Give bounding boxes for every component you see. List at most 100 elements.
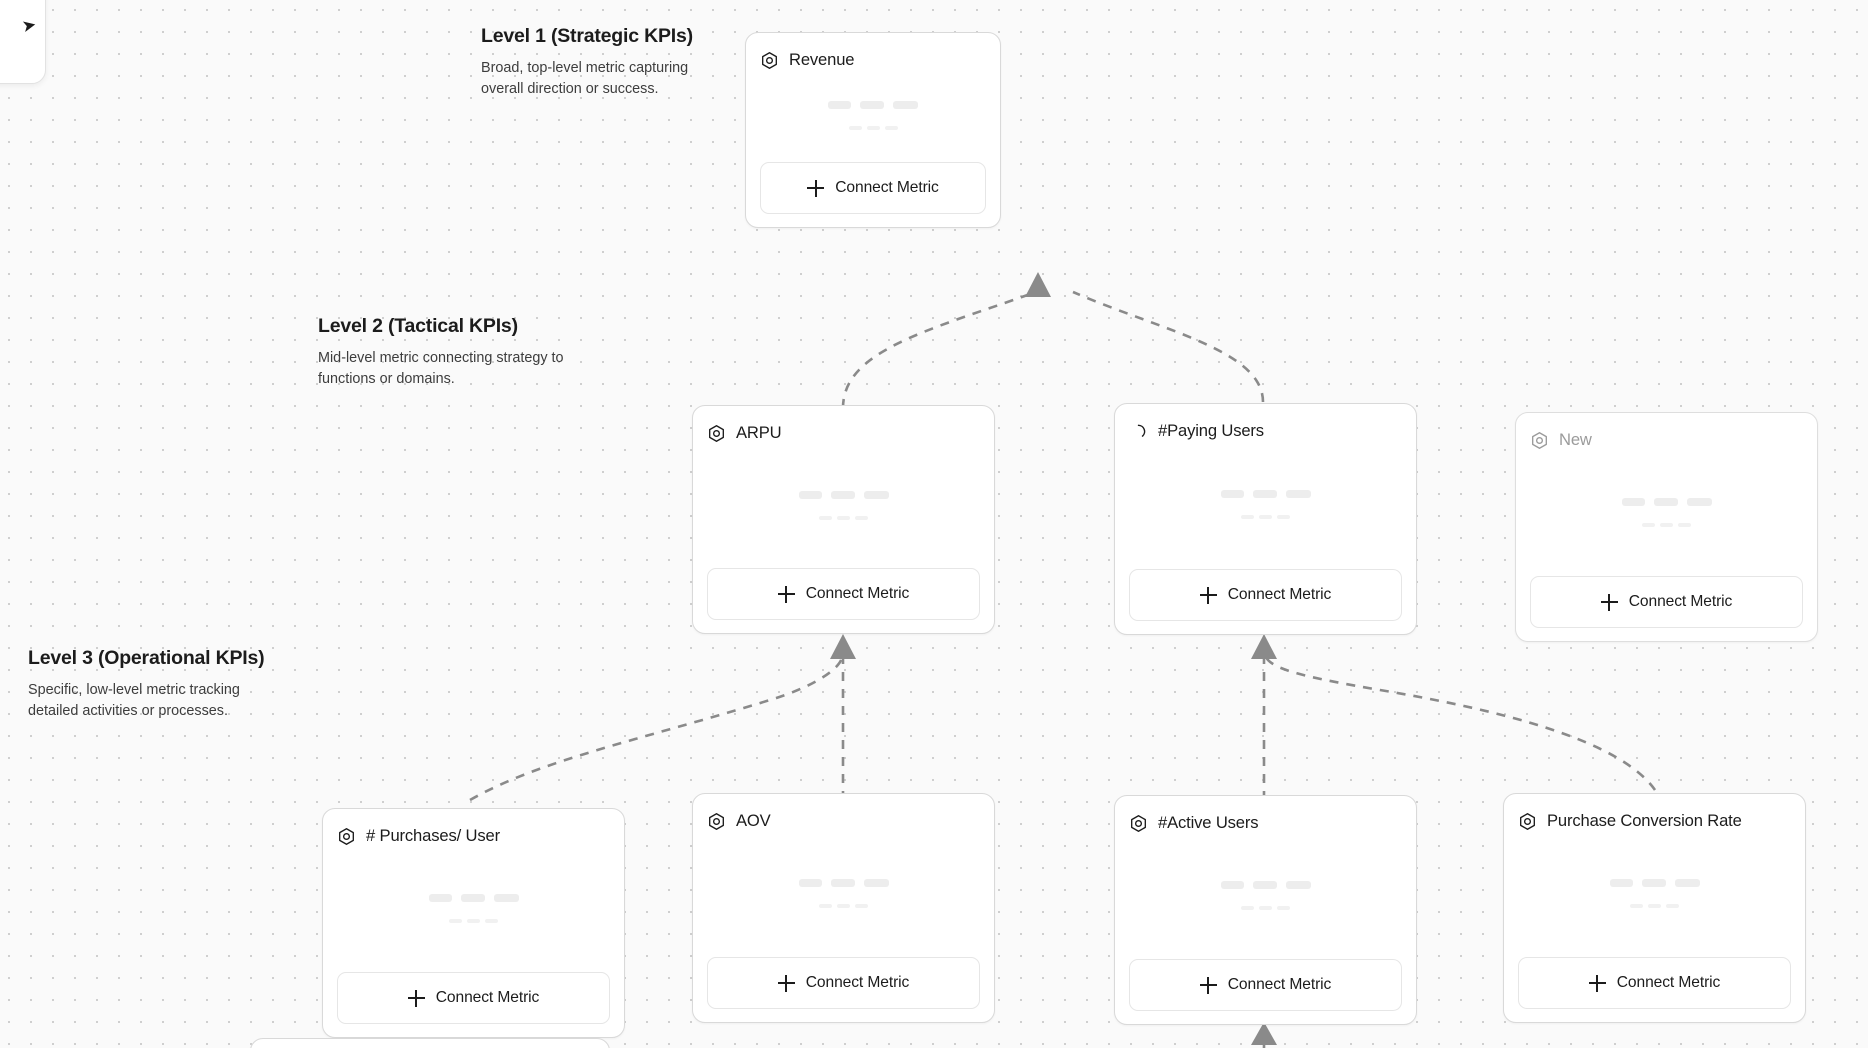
skeleton-bar [1660,523,1673,527]
card-title: ARPU [736,423,782,442]
skeleton-bar [467,919,480,923]
level-label-3: Level 3 (Operational KPIs) Specific, low… [28,646,274,722]
skeleton-bar [449,919,462,923]
skeleton-bar [893,101,918,109]
skeleton-bar [1641,879,1666,887]
card-header: #Paying Users [1129,418,1402,444]
skeleton-bar [798,879,822,887]
connect-metric-button[interactable]: Connect Metric [1129,959,1402,1011]
card-header: Purchase Conversion Rate [1518,808,1791,834]
skeleton-bar [819,515,832,520]
skeleton-bar [819,904,832,908]
plus-icon [807,179,825,197]
arrowhead-arpu [830,634,856,659]
skeleton-row-secondary [1241,906,1290,910]
connect-metric-button[interactable]: Connect Metric [1530,576,1803,628]
metric-card-purchases-per-user[interactable]: # Purchases/ User Connect Metric [322,808,625,1038]
skeleton-bar [1621,498,1645,506]
skeleton-bar [1220,881,1244,889]
skeleton-row-secondary [1241,515,1290,519]
hexagon-target-icon [762,51,777,69]
metric-card-paying-users[interactable]: #Paying Users Connect Metric [1114,403,1417,635]
card-skeleton-body [1129,836,1402,959]
card-header: ARPU [707,420,980,446]
skeleton-bar [830,879,855,887]
hexagon-target-icon [1532,431,1547,449]
floating-toolbar-panel[interactable]: ➤ [0,0,46,84]
edge-paying-users-to-revenue [1072,290,1265,403]
skeleton-bar [1241,515,1254,519]
skeleton-bar [1252,881,1277,889]
card-header: # Purchases/ User [337,823,610,849]
skeleton-bar [1220,490,1244,498]
card-title: #Active Users [1158,813,1259,832]
plus-icon [1600,593,1618,611]
skeleton-bar [855,515,868,520]
metric-card-offscreen-below[interactable] [250,1038,610,1048]
skeleton-bar [428,894,452,902]
metric-card-active-users[interactable]: #Active Users Connect Metric [1114,795,1417,1025]
connect-metric-label: Connect Metric [835,179,939,196]
plus-icon [407,989,425,1007]
skeleton-bar [1252,490,1277,498]
connect-metric-label: Connect Metric [1227,586,1332,603]
connect-metric-label: Connect Metric [805,585,910,602]
hexagon-target-icon [1520,812,1535,830]
cursor-pointer-icon[interactable]: ➤ [19,14,38,36]
skeleton-row-secondary [1630,904,1679,908]
connect-metric-button[interactable]: Connect Metric [1129,569,1402,621]
card-title: # Purchases/ User [366,826,500,845]
skeleton-row-secondary [449,919,498,923]
level-3-description: Specific, low-level metric tracking deta… [28,682,240,720]
skeleton-bar [1259,515,1272,519]
skeleton-bar [863,490,889,499]
connect-metric-button[interactable]: Connect Metric [760,162,986,214]
connect-metric-label: Connect Metric [1616,974,1721,991]
level-2-description: Mid-level metric connecting strategy to … [318,350,564,388]
skeleton-bar [1609,879,1633,887]
metric-card-arpu[interactable]: ARPU Connect Metric [692,405,995,634]
skeleton-row-secondary [819,515,868,520]
plus-icon [1199,976,1217,994]
skeleton-bar [1241,906,1254,910]
metric-card-purchase-conversion-rate[interactable]: Purchase Conversion Rate Connect Metric [1503,793,1806,1023]
hexagon-target-icon [709,424,724,442]
card-title: Revenue [789,50,855,69]
metric-card-new[interactable]: New Connect Metric [1515,412,1818,642]
skeleton-bar [1285,881,1311,889]
connect-metric-button[interactable]: Connect Metric [1518,957,1791,1009]
skeleton-bar [828,101,851,109]
card-skeleton-body [760,73,986,162]
spinner-icon [1137,424,1146,437]
skeleton-bar [1630,904,1643,908]
plus-icon [1199,586,1217,604]
card-title: AOV [736,811,771,830]
arrowhead-active-users-bottom [1251,1022,1277,1045]
skeleton-bar [485,919,498,923]
skeleton-bar [1678,523,1691,527]
arrowhead-paying-users [1251,634,1277,659]
plus-icon [777,974,795,992]
skeleton-row-primary [828,101,918,109]
connect-metric-button[interactable]: Connect Metric [707,568,980,620]
skeleton-bar [884,126,898,130]
metric-card-aov[interactable]: AOV Connect Metric [692,793,995,1023]
skeleton-bar [1642,523,1655,527]
metric-card-revenue[interactable]: Revenue Connect Metric [745,32,1001,228]
card-skeleton-body [1129,444,1402,569]
skeleton-bar [1259,906,1272,910]
connect-metric-label: Connect Metric [435,989,540,1006]
skeleton-bar [863,879,889,887]
skeleton-row-secondary [848,126,898,130]
level-1-title: Level 1 (Strategic KPIs) [481,25,693,47]
connect-metric-button[interactable]: Connect Metric [337,972,610,1024]
skeleton-bar [837,904,850,908]
skeleton-row-primary [798,490,889,499]
hexagon-target-icon [339,827,354,845]
connect-metric-button[interactable]: Connect Metric [707,957,980,1009]
skeleton-bar [798,490,822,499]
skeleton-bar [460,894,485,902]
skeleton-bar [837,515,850,520]
card-skeleton-body [337,849,610,972]
